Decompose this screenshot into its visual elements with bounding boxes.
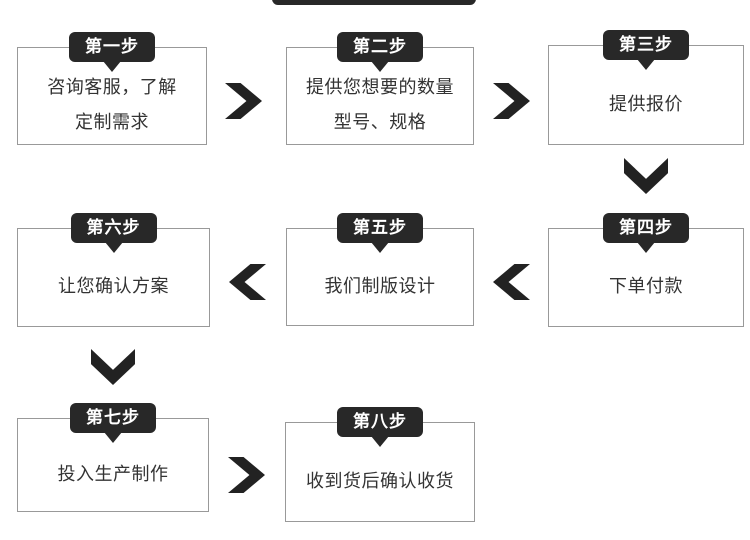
step-5-badge: 第五步 bbox=[337, 213, 423, 243]
step-1-text: 咨询客服，了解 定制需求 bbox=[47, 77, 177, 132]
step-4-badge: 第四步 bbox=[603, 213, 689, 243]
step-box-4: 第四步 下单付款 bbox=[548, 213, 744, 327]
step-3-badge: 第三步 bbox=[603, 30, 689, 60]
step-box-7: 第七步 投入生产制作 bbox=[17, 403, 209, 512]
step-6-badge: 第六步 bbox=[70, 213, 157, 243]
step-box-2: 第二步 提供您想要的数量 型号、规格 bbox=[286, 32, 474, 145]
step-7-text: 投入生产制作 bbox=[57, 463, 169, 484]
step-6-text: 让您确认方案 bbox=[58, 276, 169, 296]
step-4-text: 下单付款 bbox=[609, 276, 683, 296]
step-3-badge-label: 第三步 bbox=[619, 35, 673, 54]
arrow-right-icon bbox=[493, 83, 530, 119]
arrow-left-icon bbox=[229, 264, 266, 300]
arrow-down-icon bbox=[624, 158, 668, 194]
step-7-badge: 第七步 bbox=[70, 403, 156, 433]
step-box-8: 第八步 收到货后确认收货 bbox=[285, 407, 475, 522]
arrow-right-icon bbox=[228, 457, 265, 493]
step-7-badge-label: 第七步 bbox=[86, 408, 140, 427]
step-box-1: 第一步 咨询客服，了解 定制需求 bbox=[17, 32, 207, 145]
step-6-badge-label: 第六步 bbox=[86, 218, 141, 237]
arrow-left-icon bbox=[493, 264, 530, 300]
step-box-6: 第六步 让您确认方案 bbox=[17, 213, 210, 327]
step-3-text: 提供报价 bbox=[609, 93, 683, 114]
step-5-badge-label: 第五步 bbox=[353, 218, 407, 237]
step-box-3: 第三步 提供报价 bbox=[548, 30, 744, 145]
step-2-text: 提供您想要的数量 型号、规格 bbox=[306, 77, 454, 132]
arrow-right-icon bbox=[225, 83, 262, 119]
arrow-down-icon bbox=[91, 349, 135, 385]
step-box-5: 第五步 我们制版设计 bbox=[286, 213, 474, 326]
step-8-badge: 第八步 bbox=[337, 407, 423, 437]
step-8-text: 收到货后确认收货 bbox=[306, 470, 454, 491]
step-2-badge: 第二步 bbox=[337, 32, 423, 62]
step-1-badge-label: 第一步 bbox=[85, 37, 139, 56]
cropped-title-banner bbox=[272, 0, 476, 5]
step-8-badge-label: 第八步 bbox=[353, 412, 407, 431]
step-4-badge-label: 第四步 bbox=[619, 218, 673, 237]
step-1-badge: 第一步 bbox=[69, 32, 155, 62]
step-5-text: 我们制版设计 bbox=[324, 275, 436, 296]
step-2-badge-label: 第二步 bbox=[353, 37, 407, 56]
